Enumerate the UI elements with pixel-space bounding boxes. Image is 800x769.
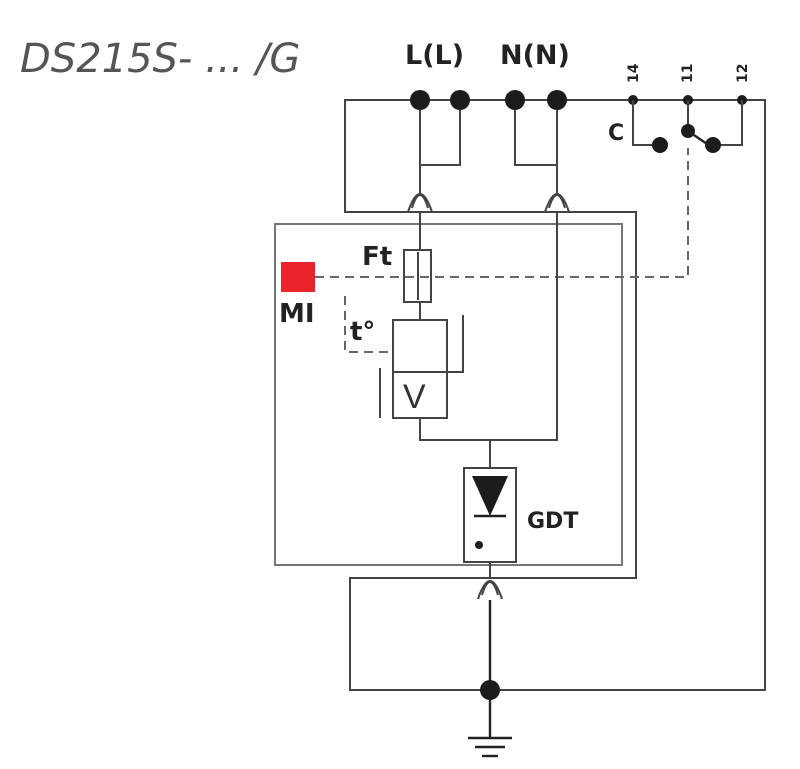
outer-frame-wire xyxy=(344,99,766,691)
contact-pin-14: 14 xyxy=(626,63,642,83)
mi-indicator xyxy=(281,262,315,292)
terminal-label-live: L(L) xyxy=(405,40,464,71)
ground-node xyxy=(480,680,500,700)
ground-icon xyxy=(468,736,512,758)
remote-contact-dashed-link xyxy=(315,148,689,278)
neutral-plug-connector-icon xyxy=(544,193,570,213)
terminal-node-l1 xyxy=(410,90,430,110)
model-title: DS215S- ... /G xyxy=(20,36,300,82)
thermal-link-right xyxy=(447,315,464,373)
contact-switch-blade xyxy=(687,130,711,147)
contact-12-terminal xyxy=(705,137,721,153)
varistor-label: V xyxy=(403,378,426,416)
contact-14-wire xyxy=(632,100,660,146)
thermal-dashed-link xyxy=(344,296,393,353)
ground-plug-connector-icon xyxy=(477,580,503,600)
terminal-node-l2 xyxy=(450,90,470,110)
contact-12-wire xyxy=(713,100,743,146)
fuse-label: Ft xyxy=(362,242,392,272)
contact-14-terminal xyxy=(652,137,668,153)
varistor-neutral-return-wire xyxy=(419,212,558,441)
mi-label: MI xyxy=(279,299,315,329)
live-bridge-wire xyxy=(419,110,461,166)
thermal-label: t° xyxy=(350,317,375,347)
gdt-dot-icon xyxy=(475,541,483,549)
cartridge-frame xyxy=(274,223,623,566)
neutral-bridge-wire xyxy=(514,110,558,166)
gdt-label: GDT xyxy=(527,509,578,534)
live-plug-connector-icon xyxy=(407,193,433,213)
gdt-triangle-icon xyxy=(472,476,508,516)
terminal-label-neutral: N(N) xyxy=(500,40,570,71)
terminal-node-n1 xyxy=(505,90,525,110)
contact-pin-11: 11 xyxy=(680,64,696,83)
contact-pin-12: 12 xyxy=(735,64,751,83)
terminal-node-n2 xyxy=(547,90,567,110)
contact-label: C xyxy=(608,121,624,146)
fuse-ft xyxy=(403,249,432,303)
